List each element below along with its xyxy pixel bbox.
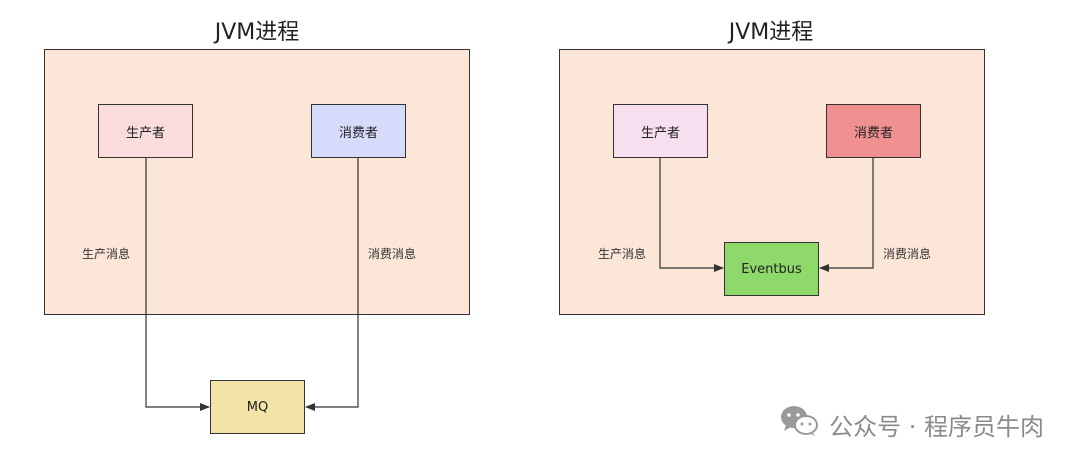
right-producer-box: 生产者: [613, 104, 708, 158]
left-title: JVM进程: [214, 20, 300, 45]
eventbus-label: Eventbus: [741, 261, 802, 277]
left-consumer-box: 消费者: [311, 104, 406, 158]
left-consume-edge-label: 消费消息: [368, 247, 417, 261]
right-producer-label: 生产者: [640, 125, 680, 141]
left-producer-box: 生产者: [98, 104, 193, 158]
wechat-icon: [779, 404, 819, 444]
right-produce-arrow: [659, 158, 724, 272]
mq-label: MQ: [246, 399, 269, 415]
watermark-text: 公众号 · 程序员牛肉: [829, 412, 1044, 441]
eventbus-box: Eventbus: [724, 242, 819, 296]
left-produce-arrow: [145, 158, 210, 411]
mq-box: MQ: [210, 380, 305, 434]
right-consume-edge-label: 消费消息: [883, 247, 932, 261]
right-consumer-label: 消费者: [853, 125, 893, 141]
right-consumer-box: 消费者: [826, 104, 921, 158]
left-produce-edge-label: 生产消息: [82, 247, 131, 261]
left-jvm-panel: [44, 49, 470, 315]
right-consume-arrow: [819, 158, 874, 272]
left-consumer-label: 消费者: [338, 125, 378, 141]
watermark: 公众号 · 程序员牛肉: [779, 404, 1044, 444]
right-produce-edge-label: 生产消息: [598, 247, 647, 261]
left-producer-label: 生产者: [125, 125, 165, 141]
left-consume-arrow: [305, 158, 359, 411]
right-title: JVM进程: [728, 20, 814, 45]
